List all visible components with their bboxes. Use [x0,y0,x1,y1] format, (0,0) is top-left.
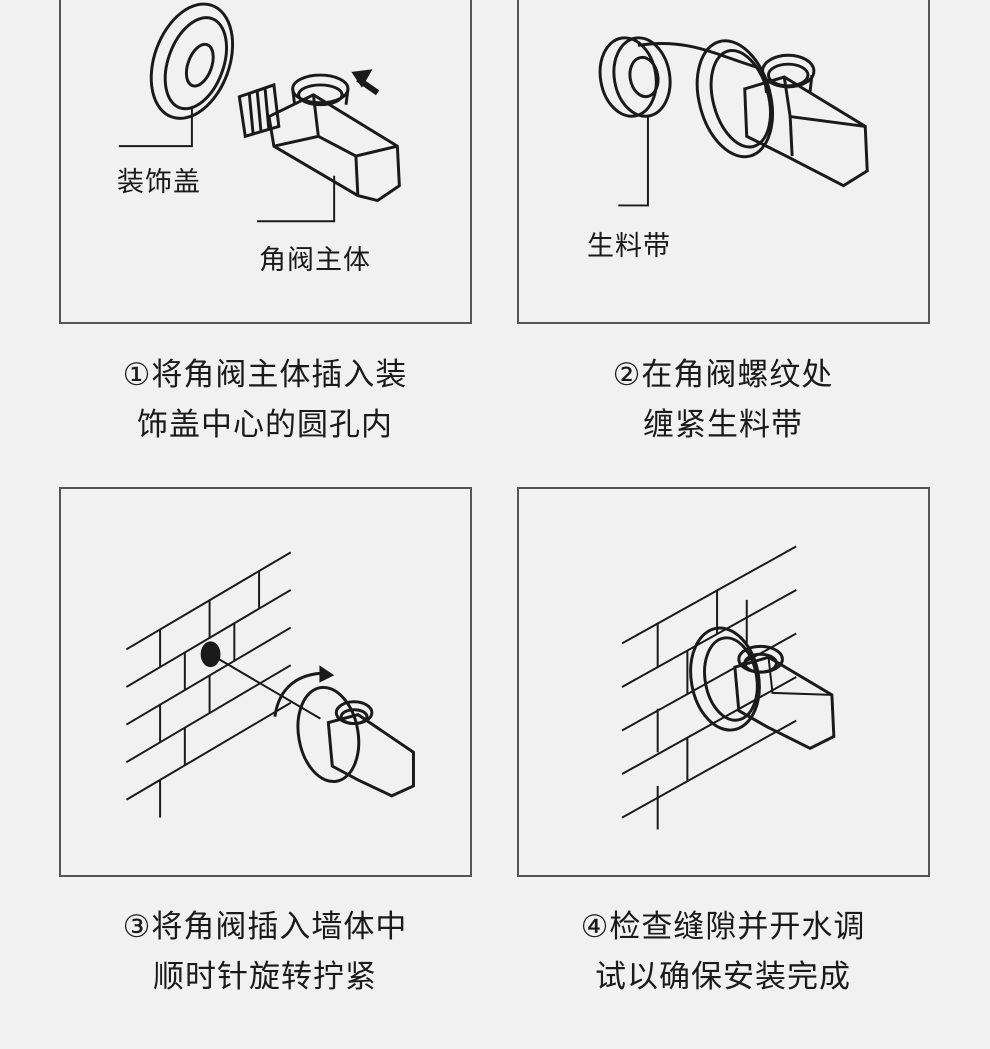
step-1-caption-line-2: 饰盖中心的圆孔内 [137,407,393,443]
step-2-caption-line-1: ②在角阀螺纹处 [612,357,834,393]
installed-valve-drawing [621,545,836,830]
step-2-caption: ②在角阀螺纹处 缠紧生料带 [508,350,938,450]
step-1-caption: ①将角阀主体插入装 饰盖中心的圆孔内 [50,350,480,450]
step-4-caption: ④检查缝隙并开水调 试以确保安装完成 [508,902,938,1002]
label-cover: 装饰盖 [117,167,201,198]
wall-insert-drawing [125,551,415,818]
step-1-caption-line-1: ①将角阀主体插入装 [122,357,408,393]
valve-with-tape-drawing [598,36,869,207]
step-1-illustration: 装饰盖 角阀主体 [59,0,472,324]
step-3-caption-line-2: 顺时针旋转拧紧 [153,959,377,995]
step-4-caption-line-1: ④检查缝隙并开水调 [580,909,866,945]
step-2-caption-line-2: 缠紧生料带 [643,407,803,443]
step-4-caption-line-2: 试以确保安装完成 [595,959,851,995]
step-3-caption: ③将角阀插入墙体中 顺时针旋转拧紧 [50,902,480,1002]
step-3-caption-line-1: ③将角阀插入墙体中 [122,909,408,945]
step-2-illustration: 生料带 [517,0,930,324]
label-valve-body: 角阀主体 [259,245,371,276]
valve-and-cover-drawing [118,2,401,223]
step-4-illustration [517,487,930,877]
label-tape: 生料带 [587,231,671,262]
step-3-illustration [59,487,472,877]
